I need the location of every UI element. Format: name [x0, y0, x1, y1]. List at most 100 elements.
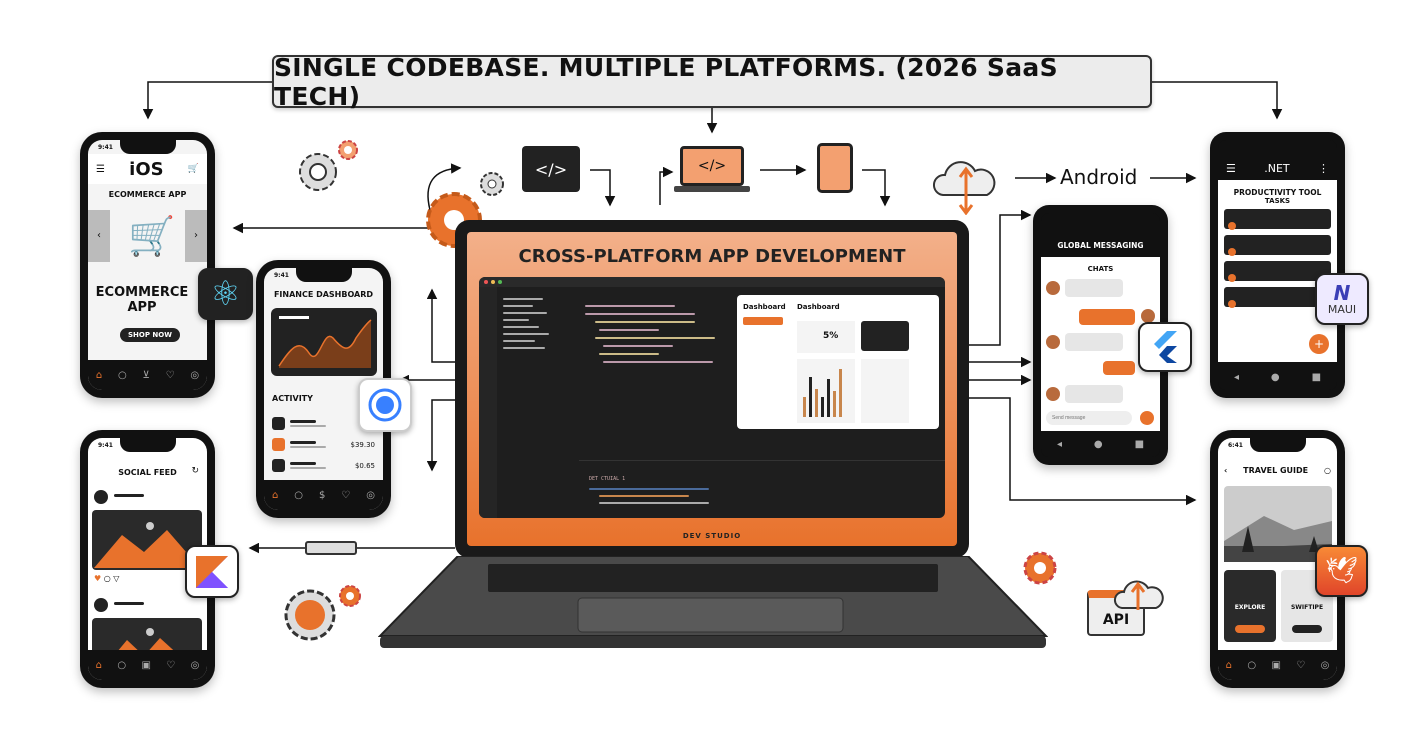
- gear-icon: [299, 140, 358, 191]
- shopping-cart-icon: 🛒: [128, 214, 176, 258]
- prev-arrow-button[interactable]: ‹: [88, 210, 110, 262]
- list-item[interactable]: $0.65: [272, 455, 375, 476]
- menu-icon[interactable]: ☰: [96, 163, 105, 175]
- settings-icon[interactable]: ◎: [190, 659, 200, 671]
- home-icon[interactable]: ⌂: [95, 659, 103, 671]
- heart-icon[interactable]: ♡: [341, 489, 351, 501]
- menu-icon[interactable]: ☰: [1226, 162, 1236, 175]
- nav-item-active[interactable]: [743, 317, 783, 325]
- heart-icon[interactable]: ♡: [1296, 659, 1306, 671]
- activity-heading: ACTIVITY: [272, 394, 313, 403]
- recents-icon[interactable]: ■: [1134, 438, 1145, 450]
- avatar: [94, 490, 108, 504]
- next-arrow-button[interactable]: ›: [185, 210, 207, 262]
- android-nav: ◂ ● ■: [1218, 364, 1337, 390]
- task-area: PRODUCTIVITY TOOL TASKS +: [1218, 180, 1337, 362]
- api-label: API: [1102, 612, 1130, 628]
- platform-label-ios: iOS: [129, 158, 164, 180]
- app-title: FINANCE DASHBOARD: [273, 290, 374, 299]
- list-item[interactable]: [272, 413, 375, 434]
- search-icon[interactable]: ○: [294, 489, 304, 501]
- settings-icon[interactable]: ◎: [366, 489, 375, 501]
- bottom-nav: ⌂ ○ $ ♡ ◎: [264, 480, 383, 510]
- laptop-heading: CROSS-PLATFORM APP DEVELOPMENT: [518, 246, 906, 267]
- phone-ios-ecommerce: 9:41 ☰iOS🛒 ECOMMERCE APP ‹ › 🛒 ECOMMERCE…: [80, 132, 215, 398]
- phone-dotnet-productivity: ☰ .NET ⋮ PRODUCTIVITY TOOL TASKS + ◂ ● ■: [1210, 132, 1345, 398]
- task-item[interactable]: [1224, 209, 1331, 230]
- refresh-icon[interactable]: ↻: [191, 466, 199, 476]
- laptop-base: [378, 556, 1048, 648]
- laptop-screen: CROSS-PLATFORM APP DEVELOPMENT Dashboard…: [455, 220, 969, 558]
- search-icon[interactable]: ○: [1247, 659, 1257, 671]
- search-icon[interactable]: ○: [118, 369, 127, 381]
- dollar-icon[interactable]: $: [318, 489, 326, 501]
- cart-icon[interactable]: 🛒: [187, 164, 199, 174]
- heart-icon[interactable]: ♥: [94, 574, 102, 583]
- message-bubble: [1079, 309, 1135, 325]
- mini-chart-card: [861, 321, 909, 351]
- platform-label-android: Android: [1060, 165, 1138, 189]
- avatar: [1141, 309, 1155, 323]
- dashboard-preview: Dashboard Dashboard 5%: [737, 295, 939, 429]
- add-task-button[interactable]: +: [1309, 334, 1329, 354]
- home-icon[interactable]: ⌂: [1225, 659, 1233, 671]
- amount: $0.65: [354, 461, 375, 470]
- settings-icon[interactable]: ◎: [190, 369, 200, 381]
- video-icon[interactable]: ▣: [1271, 659, 1281, 671]
- home-icon[interactable]: ●: [1093, 438, 1103, 450]
- search-icon[interactable]: ○: [1324, 466, 1331, 475]
- explore-card[interactable]: EXPLORE: [1224, 570, 1276, 642]
- status-time: 6:41: [1228, 442, 1243, 449]
- bar-chart-card: [797, 359, 855, 423]
- file-explorer: [497, 287, 577, 458]
- app-subtitle: ECOMMERCE APP: [108, 190, 187, 199]
- recents-icon[interactable]: ■: [1311, 371, 1322, 383]
- shop-now-button[interactable]: SHOP NOW: [120, 328, 180, 342]
- stat-card: 5%: [797, 321, 855, 353]
- activity-bar: [479, 287, 497, 518]
- back-icon[interactable]: ‹: [1224, 466, 1228, 475]
- status-time: 9:41: [98, 144, 113, 151]
- bottom-nav: ⌂ ○ ▣ ♡ ◎: [1218, 650, 1337, 680]
- search-icon[interactable]: ○: [117, 659, 127, 671]
- task-item[interactable]: [1224, 235, 1331, 256]
- message-bubble: [1103, 361, 1135, 375]
- send-button[interactable]: [1140, 411, 1154, 425]
- task-item[interactable]: [1224, 287, 1331, 308]
- laptop-base-icon: [674, 186, 750, 192]
- bottom-nav: ⌂ ○ ▣ ♡ ◎: [88, 650, 207, 680]
- back-icon[interactable]: ◂: [1233, 371, 1239, 383]
- status-time: 9:41: [98, 442, 113, 449]
- avatar: [1046, 281, 1060, 295]
- tablet-icon: [817, 143, 853, 193]
- app-bar: ☰ .NET ⋮: [1226, 162, 1329, 175]
- share-icon[interactable]: ▽: [113, 574, 120, 583]
- app-title: SOCIAL FEED: [118, 468, 177, 477]
- list-item[interactable]: $39.30: [272, 434, 375, 455]
- cart-icon[interactable]: ⊻: [142, 369, 150, 381]
- flutter-logo-icon: [1138, 322, 1192, 372]
- back-icon[interactable]: ◂: [1056, 438, 1062, 450]
- home-icon[interactable]: ⌂: [95, 369, 103, 381]
- chats-heading: CHATS: [1087, 265, 1114, 273]
- settings-icon[interactable]: ◎: [1320, 659, 1330, 671]
- terminal-line: DET CTUIAL 1: [589, 476, 626, 482]
- heart-icon[interactable]: ♡: [165, 369, 175, 381]
- app-subtitle: TASKS: [1264, 197, 1291, 205]
- platform-label-dotnet: .NET: [1264, 162, 1290, 175]
- comment-icon[interactable]: ○: [103, 574, 111, 583]
- card-title: EXPLORE: [1234, 604, 1266, 611]
- react-logo-icon: ⚛: [198, 268, 253, 320]
- home-icon[interactable]: ●: [1270, 371, 1280, 383]
- dashboard-title-2: Dashboard: [797, 303, 840, 311]
- message-input[interactable]: [1046, 411, 1132, 425]
- heart-icon[interactable]: ♡: [166, 659, 176, 671]
- message-bubble: [1065, 279, 1123, 297]
- more-icon[interactable]: ⋮: [1318, 162, 1329, 175]
- home-icon[interactable]: ⌂: [271, 489, 279, 501]
- activity-list: $39.30 $0.65: [272, 413, 375, 476]
- task-item[interactable]: [1224, 261, 1331, 282]
- video-icon[interactable]: ▣: [141, 659, 151, 671]
- card-title: SWIFTIPE: [1290, 604, 1324, 611]
